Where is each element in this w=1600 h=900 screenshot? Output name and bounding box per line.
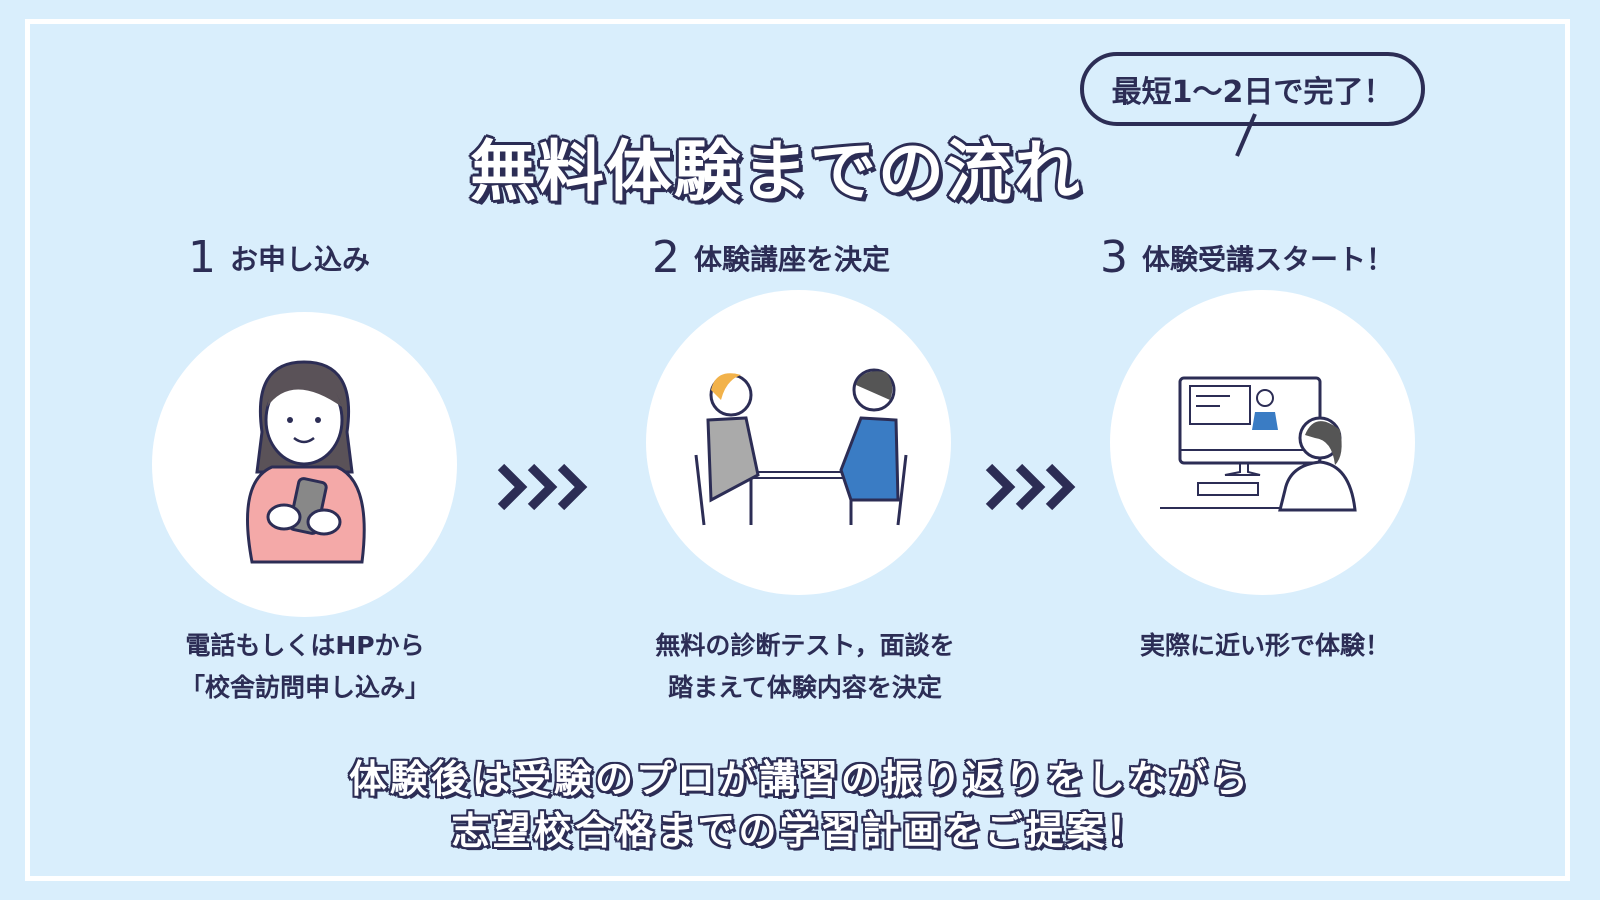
consultation-illustration	[646, 290, 951, 595]
step-label: お申し込み	[230, 242, 371, 276]
step-3-description: 実際に近い形で体験！	[1100, 625, 1430, 667]
bottom-message-line-1: 体験後は受験のプロが講習の振り返りをしながら	[348, 757, 1251, 801]
woman-phone-illustration	[152, 312, 457, 617]
step-number: 1	[188, 232, 216, 283]
chevrons-right-icon	[497, 463, 588, 511]
step-2-description: 無料の診断テスト，面談を 踏まえて体験内容を決定	[620, 625, 990, 709]
step-number: 2	[652, 232, 680, 283]
speech-bubble-tail	[1235, 113, 1257, 157]
step-label: 体験受講スタート！	[1142, 242, 1395, 276]
bottom-message-line-2: 志望校合格までの学習計画をご提案！	[451, 809, 1149, 853]
page-title: 無料体験までの流れ	[470, 133, 1082, 210]
description-line: 電話もしくはHPから	[185, 631, 425, 660]
step-3-heading: 3 体験受講スタート！	[1100, 232, 1394, 283]
description-line: 無料の診断テスト，面談を	[655, 631, 955, 660]
description-line: 実際に近い形で体験！	[1139, 631, 1390, 660]
step-1-heading: 1 お申し込み	[188, 232, 370, 283]
step-label: 体験講座を決定	[694, 242, 891, 276]
white-frame	[25, 19, 1570, 881]
online-lesson-illustration	[1110, 290, 1415, 595]
step-1-description: 電話もしくはHPから 「校舎訪問申し込み」	[155, 625, 455, 709]
step-2-heading: 2 体験講座を決定	[652, 232, 890, 283]
description-line: 踏まえて体験内容を決定	[668, 673, 942, 702]
step-number: 3	[1100, 232, 1128, 283]
chevrons-right-icon	[985, 463, 1076, 511]
description-line: 「校舎訪問申し込み」	[179, 673, 430, 702]
